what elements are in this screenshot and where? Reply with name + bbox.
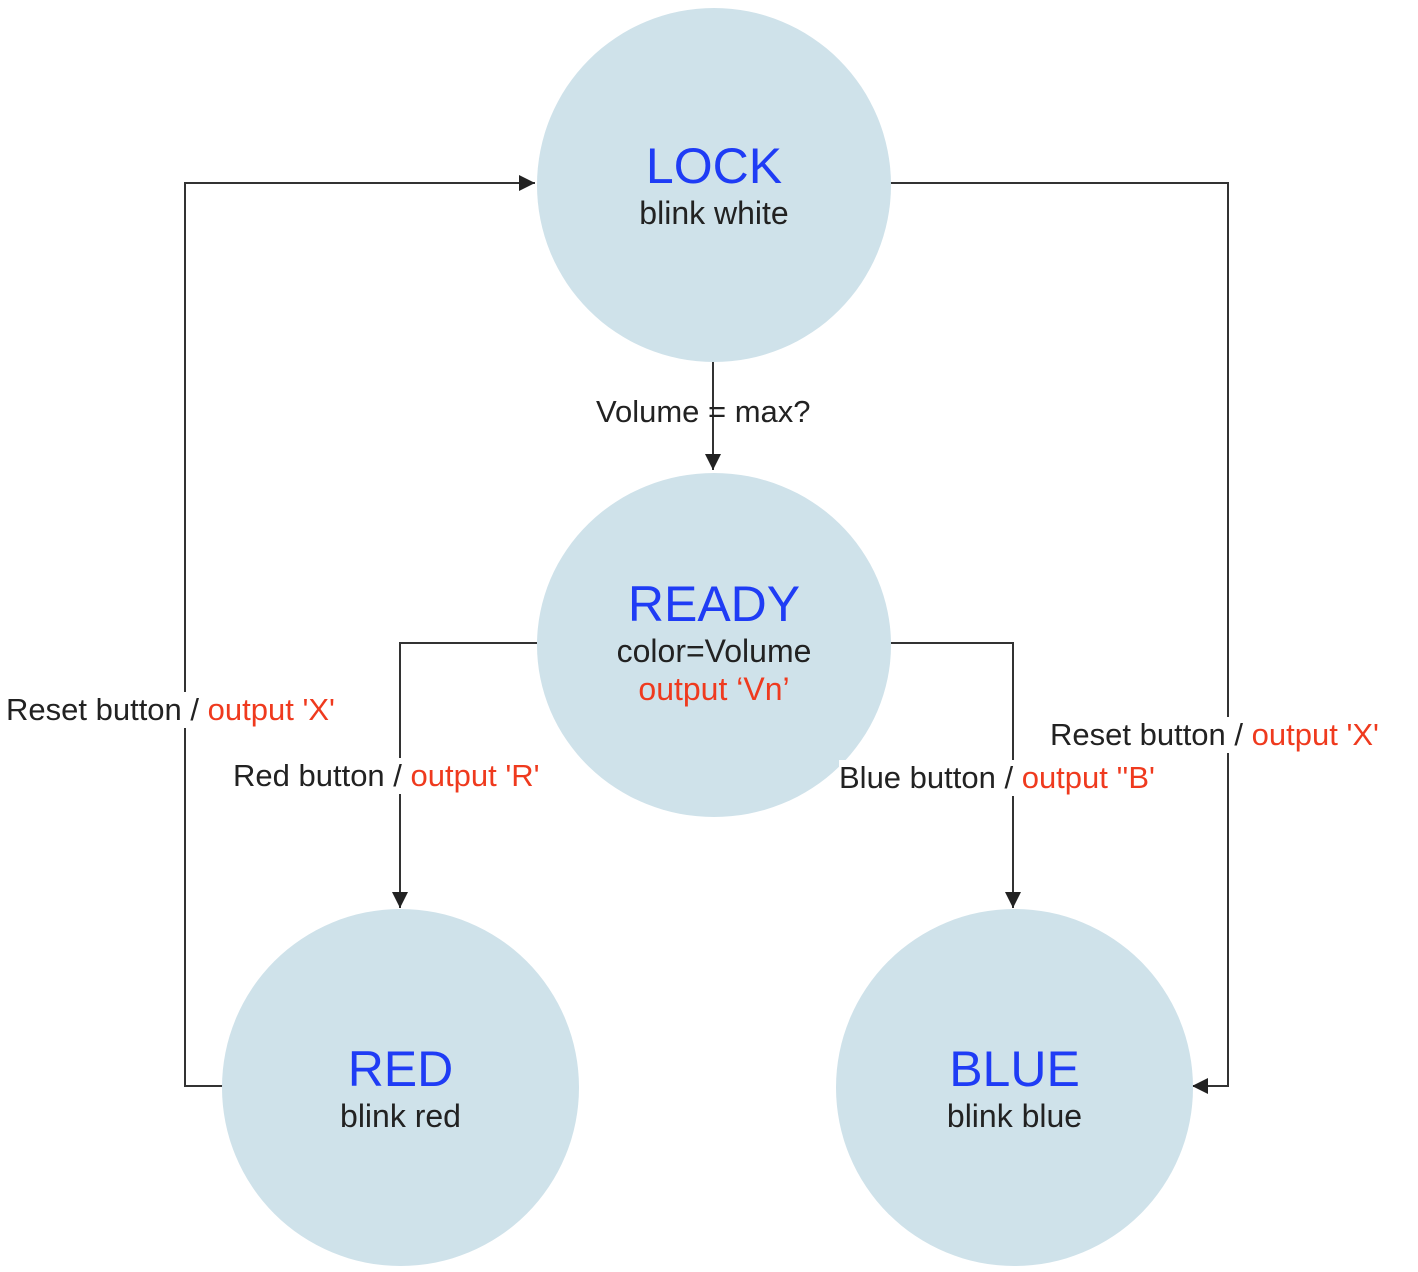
state-red-name: RED	[347, 1040, 454, 1097]
state-ready-action: color=Volume	[616, 633, 812, 669]
state-red-action: blink red	[340, 1097, 461, 1134]
transition-label-ready-to-red: Red button / output 'R'	[233, 758, 540, 794]
transition-output: output ''B'	[1021, 760, 1155, 795]
transition-label-ready-to-blue: Blue button / output ''B'	[839, 760, 1155, 796]
transition-label-lock-to-ready: Volume = max?	[596, 394, 811, 430]
arrow-lock-to-blue	[890, 182, 1229, 1094]
transition-label-red-to-lock: Reset button / output 'X'	[6, 692, 335, 728]
state-blue-name: BLUE	[949, 1040, 1080, 1097]
transition-separator: /	[995, 760, 1022, 795]
transition-separator: /	[181, 692, 208, 727]
transition-trigger: Reset button	[6, 692, 182, 727]
transition-output: output 'X'	[207, 692, 335, 727]
state-ready-output: output ‘Vn’	[638, 671, 790, 707]
state-blue-action: blink blue	[946, 1097, 1083, 1134]
transition-trigger: Red button	[233, 758, 385, 793]
state-lock-action: blink white	[639, 195, 789, 231]
transition-separator: /	[1225, 717, 1252, 752]
transition-condition: Volume = max?	[596, 394, 811, 429]
state-ready-name: READY	[627, 576, 801, 632]
state-red: RED blink red	[222, 909, 579, 1266]
transition-trigger: Reset button	[1050, 717, 1226, 752]
state-lock: LOCK blink white	[537, 8, 891, 362]
state-blue: BLUE blink blue	[836, 909, 1193, 1266]
transition-separator: /	[384, 758, 411, 793]
transition-trigger: Blue button	[839, 760, 996, 795]
transition-label-lock-to-blue: Reset button / output 'X'	[1050, 717, 1379, 753]
arrow-red-to-lock	[184, 175, 535, 1087]
state-lock-name: LOCK	[645, 138, 783, 194]
arrow-ready-to-red	[392, 642, 537, 908]
arrow-ready-to-blue	[890, 642, 1021, 908]
state-ready: READY color=Volume output ‘Vn’	[537, 473, 891, 817]
transition-output: output 'R'	[410, 758, 540, 793]
transition-output: output 'X'	[1251, 717, 1379, 752]
